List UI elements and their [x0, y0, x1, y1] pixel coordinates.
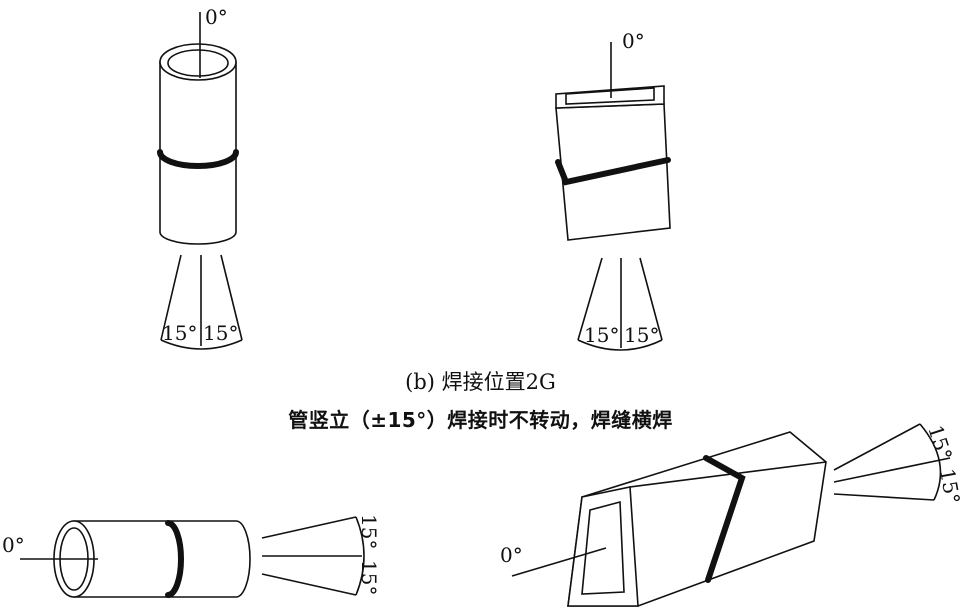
round-pipe-body [159, 61, 237, 245]
round-pipe-fan-arc [160, 339, 243, 350]
horizontal-round-pipe: 0° [2, 520, 251, 598]
horizontal-square-tube: 0° [500, 431, 827, 607]
horizontal-tube-weld-band [703, 455, 746, 583]
vertical-square-tube: 0° [555, 29, 671, 241]
round-pipe-right-angle: 15° [203, 321, 238, 345]
horizontal-pipe-angle-fan: 15° 15° [261, 514, 381, 596]
horizontal-tube-fan-center-line [833, 457, 951, 483]
vertical-round-pipe: 0° [157, 5, 239, 245]
square-tube-fan-left-line [577, 257, 603, 341]
horizontal-pipe-upper-angle: 15° [357, 514, 381, 549]
horizontal-pipe-zero-label: 0° [2, 533, 25, 557]
square-tube-fan-arc [577, 339, 663, 351]
round-pipe-zero-label: 0° [205, 5, 228, 29]
square-tube-weld-band [555, 157, 671, 186]
square-tube-zero-label: 0° [622, 29, 645, 53]
round-pipe-angle-fan: 15° 15° [160, 254, 243, 350]
welding-position-caption: (b) 焊接位置2G [405, 370, 556, 394]
square-tube-right-angle: 15° [624, 323, 659, 347]
round-pipe-top-bore [167, 49, 229, 77]
round-pipe-fan-left-line [160, 254, 182, 341]
square-tube-bore [565, 87, 655, 105]
horizontal-tube-fan-bottom-line [833, 493, 935, 501]
horizontal-pipe-fan-top-line [261, 516, 357, 539]
welding-position-description: 管竖立（±15°）焊接时不转动，焊缝横焊 [288, 408, 673, 432]
square-tube-top-face [555, 85, 665, 109]
square-tube-fan-right-line [639, 257, 663, 341]
horizontal-tube-fan-top-line [833, 423, 921, 471]
horizontal-tube-lower-angle: 15° [935, 467, 961, 506]
horizontal-tube-zero-label: 0° [500, 543, 523, 567]
horizontal-pipe-weld-band [165, 520, 184, 598]
horizontal-tube-top-edge [629, 461, 827, 488]
horizontal-tube-fan-arc [919, 423, 942, 501]
horizontal-pipe-fan-bottom-line [261, 573, 357, 596]
square-tube-angle-fan: 15° 15° [577, 257, 663, 351]
horizontal-tube-axis-line [511, 547, 607, 577]
horizontal-pipe-body [73, 520, 251, 598]
horizontal-pipe-fan-arc [355, 516, 365, 596]
round-pipe-weld-band [157, 149, 239, 169]
horizontal-tube-angle-fan: 15° 15° [833, 422, 961, 506]
horizontal-tube-end-face [567, 486, 639, 607]
round-pipe-left-angle: 15° [162, 321, 197, 345]
horizontal-pipe-lower-angle: 15° [357, 560, 381, 595]
square-tube-left-angle: 15° [584, 323, 619, 347]
round-pipe-fan-right-line [220, 254, 243, 341]
horizontal-tube-end-bore [581, 500, 625, 595]
